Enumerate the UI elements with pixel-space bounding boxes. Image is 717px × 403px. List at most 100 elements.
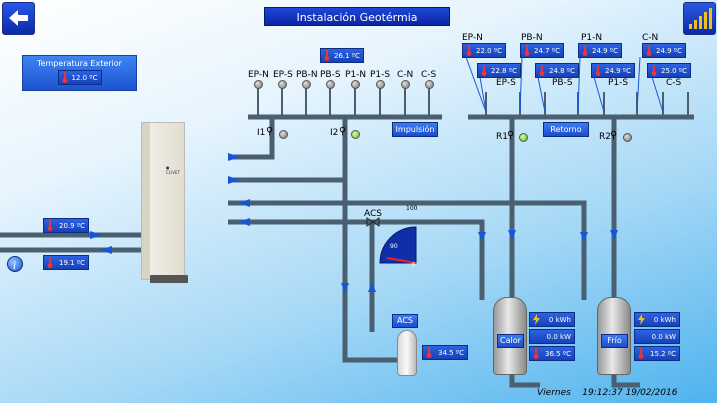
acs-gauge-min: 0 (412, 262, 415, 267)
return-zone-label: PB-N (521, 33, 543, 43)
supply-zone-valve-indicator (401, 80, 410, 89)
return-zone-label: EP-S (496, 78, 516, 88)
supply-zone-valve-indicator (254, 80, 263, 89)
acs-valve-label: ACS (364, 209, 382, 219)
cold-tank-power: 0.0 kW (634, 329, 680, 344)
thermometer-icon (478, 65, 490, 76)
return-temp-bottom: 24.9 ºC (591, 63, 635, 78)
heat-tank-button[interactable]: Calor (497, 334, 524, 348)
acs-valve-gauge: 90 100 0 (379, 205, 418, 267)
cold-tank-button[interactable]: Frío (601, 334, 628, 348)
ground-temp-in: 19.1 ºC (43, 255, 89, 270)
back-button[interactable] (2, 2, 35, 35)
return-button[interactable]: Retorno (543, 122, 589, 137)
return-zone-label: EP-N (462, 33, 483, 43)
cold-tank-energy: 0 kWh (634, 312, 680, 327)
lightning-icon (635, 314, 647, 325)
supply-pump-indicator (279, 130, 288, 139)
return-zone-label: P1-N (581, 33, 603, 43)
thermometer-icon (44, 220, 56, 231)
supply-pump-icon: ⚲ (266, 126, 274, 137)
footer-date: 19/02/2016 (625, 388, 678, 398)
thermometer-icon (648, 65, 660, 76)
supply-zone-label: PB-S (320, 70, 341, 80)
return-temp-bottom: 24.8 ºC (535, 63, 579, 78)
acs-tank-button[interactable]: ACS (392, 314, 418, 328)
return-zone-label: P1-S (608, 78, 629, 88)
page-title: Instalación Geotérmia (264, 7, 450, 26)
thermometer-icon (463, 45, 475, 56)
return-temp-top: 24.7 ºC (520, 43, 564, 58)
supply-zone-label: C-S (421, 70, 437, 80)
outdoor-temp-value: 12.0 ºC (57, 70, 102, 85)
svg-text:i: i (13, 261, 16, 272)
supply-zone-valve-indicator (425, 80, 434, 89)
return-pump-indicator (519, 133, 528, 142)
heat-pump-unit: ● CLIVET (141, 122, 185, 280)
supply-zone-label: C-N (397, 70, 414, 80)
supply-pump-indicator (351, 130, 360, 139)
footer-datetime: Viernes 19:12:37 19/02/2016 (537, 388, 677, 398)
return-pump-indicator (623, 133, 632, 142)
thermometer-icon (521, 45, 533, 56)
supply-button[interactable]: Impulsión (392, 122, 438, 137)
supply-zone-label: EP-S (273, 70, 293, 80)
heat-tank-temp: 36.5 ºC (529, 346, 575, 361)
footer-day: Viernes (537, 388, 571, 398)
supply-zone-label: P1-N (345, 70, 367, 80)
return-pump-icon: ⚲ (610, 130, 618, 141)
supply-zone-valve-indicator (351, 80, 360, 89)
back-arrow-icon (9, 10, 28, 26)
return-temp-top: 24.9 ºC (578, 43, 622, 58)
supply-zone-label: PB-N (296, 70, 318, 80)
outdoor-temp-panel: Temperatura Exterior 12.0 ºC (22, 55, 137, 91)
supply-zone-valve-indicator (326, 80, 335, 89)
acs-gauge-value: 90 (390, 243, 398, 250)
signal-bars-icon (689, 8, 712, 29)
return-pump-icon: ⚲ (507, 130, 515, 141)
supply-zone-valve-indicator (302, 80, 311, 89)
return-temp-bottom: 25.0 ºC (647, 63, 691, 78)
info-button[interactable]: i (7, 256, 23, 272)
thermometer-icon (635, 348, 647, 359)
supply-zone-label: EP-N (248, 70, 269, 80)
return-zone-label: PB-S (552, 78, 573, 88)
supply-zone-label: P1-S (370, 70, 391, 80)
return-pump-label: R1 (496, 132, 508, 142)
acs-temp: 34.5 ºC (422, 345, 468, 360)
heat-pump-base (150, 275, 188, 283)
supply-zone-valve-indicator (376, 80, 385, 89)
return-temp-top: 24.9 ºC (642, 43, 686, 58)
return-temp-top: 22.0 ºC (462, 43, 506, 58)
thermometer-icon (423, 347, 435, 358)
acs-gauge-max: 100 (406, 205, 418, 212)
footer-time: 19:12:37 (582, 388, 623, 398)
ground-temp-out: 20.9 ºC (43, 218, 89, 233)
acs-tank (397, 330, 417, 376)
thermometer-icon (536, 65, 548, 76)
thermometer-icon (579, 45, 591, 56)
supply-pump-label: I2 (330, 128, 339, 138)
cold-tank-temp: 15.2 ºC (634, 346, 680, 361)
return-zone-label: C-S (666, 78, 682, 88)
thermometer-icon (530, 348, 542, 359)
return-temp-bottom: 22.8 ºC (477, 63, 521, 78)
supply-pump-icon: ⚲ (339, 126, 347, 137)
heat-pump-logo: ● CLIVET (166, 165, 180, 175)
signal-button[interactable] (683, 2, 716, 35)
info-icon: i (13, 261, 16, 272)
three-way-valve-icon (366, 217, 380, 227)
thermometer-icon (44, 257, 56, 268)
lightning-icon (530, 314, 542, 325)
thermometer-icon (59, 72, 71, 83)
supply-zone-valve-indicator (278, 80, 287, 89)
supply-temp: 26.1 ºC (320, 48, 364, 63)
return-zone-label: C-N (642, 33, 659, 43)
heat-tank-energy: 0 kWh (529, 312, 575, 327)
supply-pump-label: I1 (257, 128, 266, 138)
outdoor-temp-label: Temperatura Exterior (37, 59, 122, 68)
thermometer-icon (592, 65, 604, 76)
heat-tank-power: 0.0 kW (529, 329, 575, 344)
thermometer-icon (643, 45, 655, 56)
